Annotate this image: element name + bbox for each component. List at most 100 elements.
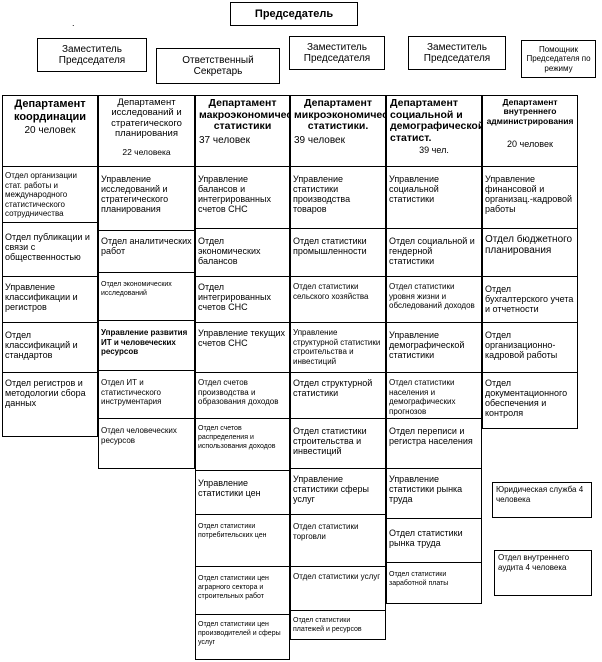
- deputy-box-3: Заместитель Председателя: [408, 36, 506, 70]
- col4-unit-6: Отдел статистики строительства и инвести…: [293, 426, 367, 456]
- col5-sep-1: [386, 228, 482, 229]
- col3-unit-7: Управление статистики цен: [198, 478, 261, 498]
- col1-sep-3: [2, 322, 98, 323]
- secretary-label: Ответственный Секретарь: [182, 55, 254, 77]
- col2-unit-2: Отдел аналитических работ: [101, 236, 192, 256]
- col4-sep-2: [290, 276, 386, 277]
- col1-sep-2: [2, 276, 98, 277]
- col4-unit-5: Отдел структурной статистики: [293, 378, 373, 398]
- col5-unit-7: Управление статистики рынка труда: [389, 474, 463, 504]
- internal-audit-box: Отдел внутреннего аудита 4 человека: [494, 550, 592, 596]
- col3-sep-2: [195, 276, 290, 277]
- dept-micro-name: Департамент микроэкономической статистик…: [294, 97, 406, 133]
- dept-coordination-name: Департамент координации: [13, 98, 87, 123]
- col6-unit-4: Отдел организационно-кадровой работы: [485, 330, 558, 360]
- col4-unit-7: Управление статистики сферы услуг: [293, 474, 369, 504]
- col4-unit-8: Отдел статистики торговли: [293, 522, 359, 541]
- dept-research: Департамент исследований и стратегическо…: [98, 95, 195, 167]
- col3-sep-3: [195, 322, 290, 323]
- col5-sep-8: [386, 562, 482, 563]
- col2-unit-5: Отдел ИТ и статистического инструментари…: [101, 378, 162, 407]
- col4-sep-7: [290, 514, 386, 515]
- dept-social: Департамент социальной и демографической…: [386, 95, 484, 167]
- assistant-box: Помощник Председателя по режиму: [521, 40, 596, 78]
- col4-sep-5: [290, 418, 386, 419]
- col5-sep-4: [386, 372, 482, 373]
- col4-sep-9: [290, 610, 386, 611]
- col3-unit-9: Отдел статистики цен аграрного сектора и…: [198, 575, 269, 601]
- dept-micro: Департамент микроэкономической статистик…: [290, 95, 406, 167]
- col3-sep-6: [195, 470, 290, 471]
- deputy-label-2: Заместитель Председателя: [303, 42, 371, 64]
- col3-sep-9: [195, 614, 290, 615]
- col3-unit-4: Управление текущих счетов СНС: [198, 328, 286, 348]
- col5-unit-8: Отдел статистики рынка труда: [389, 528, 463, 548]
- col6-unit-2: Отдел бюджетного планирования: [485, 234, 573, 256]
- col3-sep-4: [195, 372, 290, 373]
- col3-unit-5: Отдел счетов производства и образования …: [198, 378, 279, 407]
- col3-sep-8: [195, 566, 290, 567]
- col5-sep-2: [386, 276, 482, 277]
- dot-mark: .: [72, 18, 75, 28]
- chairman-label: Председатель: [254, 8, 334, 20]
- col2-sep-2: [98, 272, 195, 273]
- legal-service-box: Юридическая служба 4 человека: [492, 482, 592, 518]
- dept-coordination: Департамент координации 20 человек: [2, 95, 98, 167]
- col4-sep-8: [290, 566, 386, 567]
- col3-unit-8: Отдел статистики потребительских цен: [198, 523, 267, 540]
- col1-unit-1: Отдел организации стат. работы и междуна…: [5, 171, 77, 219]
- col5-unit-4: Управление демографической статистики: [389, 330, 465, 360]
- col3-unit-6: Отдел счетов распределения и использован…: [198, 425, 276, 451]
- dept-macro: Департамент макроэкономической статистик…: [195, 95, 310, 167]
- col4-unit-1: Управление статистики производства товар…: [293, 174, 351, 214]
- col1-unit-5: Отдел регистров и методологии сбора данн…: [5, 378, 86, 408]
- col3-unit-1: Управление балансов и интегрированных сч…: [198, 174, 271, 214]
- col2-unit-6: Отдел человеческих ресурсов: [101, 426, 177, 445]
- dept-coordination-count: 20 человек: [24, 125, 76, 137]
- col4-unit-10: Отдел статистики платежей и ресурсов: [293, 617, 362, 634]
- col6-unit-1: Управление финансовой и организац.-кадро…: [485, 174, 572, 214]
- dept-admin: Департамент внутреннего администрировани…: [482, 95, 578, 167]
- col5-sep-7: [386, 518, 482, 519]
- col3-frame: [195, 167, 290, 660]
- dept-macro-name: Департамент макроэкономической статистик…: [199, 97, 311, 133]
- col5-unit-6: Отдел переписи и регистра населения: [389, 426, 473, 446]
- col2-unit-1: Управление исследований и стратегическог…: [101, 174, 169, 214]
- col5-unit-3: Отдел статистики уровня жизни и обследов…: [389, 282, 475, 311]
- dept-admin-count: 20 человек: [507, 139, 553, 150]
- col4-sep-1: [290, 228, 386, 229]
- col4-sep-4: [290, 372, 386, 373]
- col5-sep-6: [386, 468, 482, 469]
- col4-sep-6: [290, 468, 386, 469]
- col4-unit-3: Отдел статистики сельского хозяйства: [293, 282, 369, 301]
- chairman-box: Председатель: [230, 2, 358, 26]
- col6-sep-1: [482, 228, 578, 229]
- col6-sep-3: [482, 322, 578, 323]
- col6-sep-2: [482, 276, 578, 277]
- col6-unit-3: Отдел бухгалтерского учета и отчетности: [485, 284, 574, 314]
- col3-sep-7: [195, 514, 290, 515]
- secretary-box: Ответственный Секретарь: [156, 48, 280, 84]
- col5-unit-9: Отдел статистики заработной платы: [389, 571, 449, 588]
- col5-unit-5: Отдел статистики населения и демографиче…: [389, 378, 456, 416]
- dept-micro-count: 39 человек: [294, 134, 345, 146]
- col2-sep-5: [98, 418, 195, 419]
- internal-audit-label: Отдел внутреннего аудита 4 человека: [498, 553, 570, 572]
- col4-unit-9: Отдел статистики услуг: [293, 572, 381, 581]
- col1-frame: [2, 167, 98, 437]
- col1-unit-2: Отдел публикации и связи с общественност…: [5, 232, 90, 262]
- col1-sep-1: [2, 222, 98, 223]
- col4-unit-4: Управление структурной статистики строит…: [293, 328, 381, 366]
- col6-frame: [482, 167, 578, 429]
- col1-unit-4: Отдел классификаций и стандартов: [5, 330, 78, 360]
- assistant-label: Помощник Председателя по режиму: [526, 44, 591, 73]
- col2-sep-4: [98, 370, 195, 371]
- col3-unit-2: Отдел экономических балансов: [198, 236, 261, 266]
- dept-research-count: 22 человека: [122, 146, 171, 157]
- col3-unit-3: Отдел интегрированных счетов СНС: [198, 282, 271, 312]
- dept-social-count: 39 чел.: [419, 145, 449, 156]
- legal-service-label: Юридическая служба 4 человека: [496, 485, 584, 504]
- col3-sep-5: [195, 418, 290, 419]
- col4-frame: [290, 167, 386, 640]
- col6-sep-4: [482, 372, 578, 373]
